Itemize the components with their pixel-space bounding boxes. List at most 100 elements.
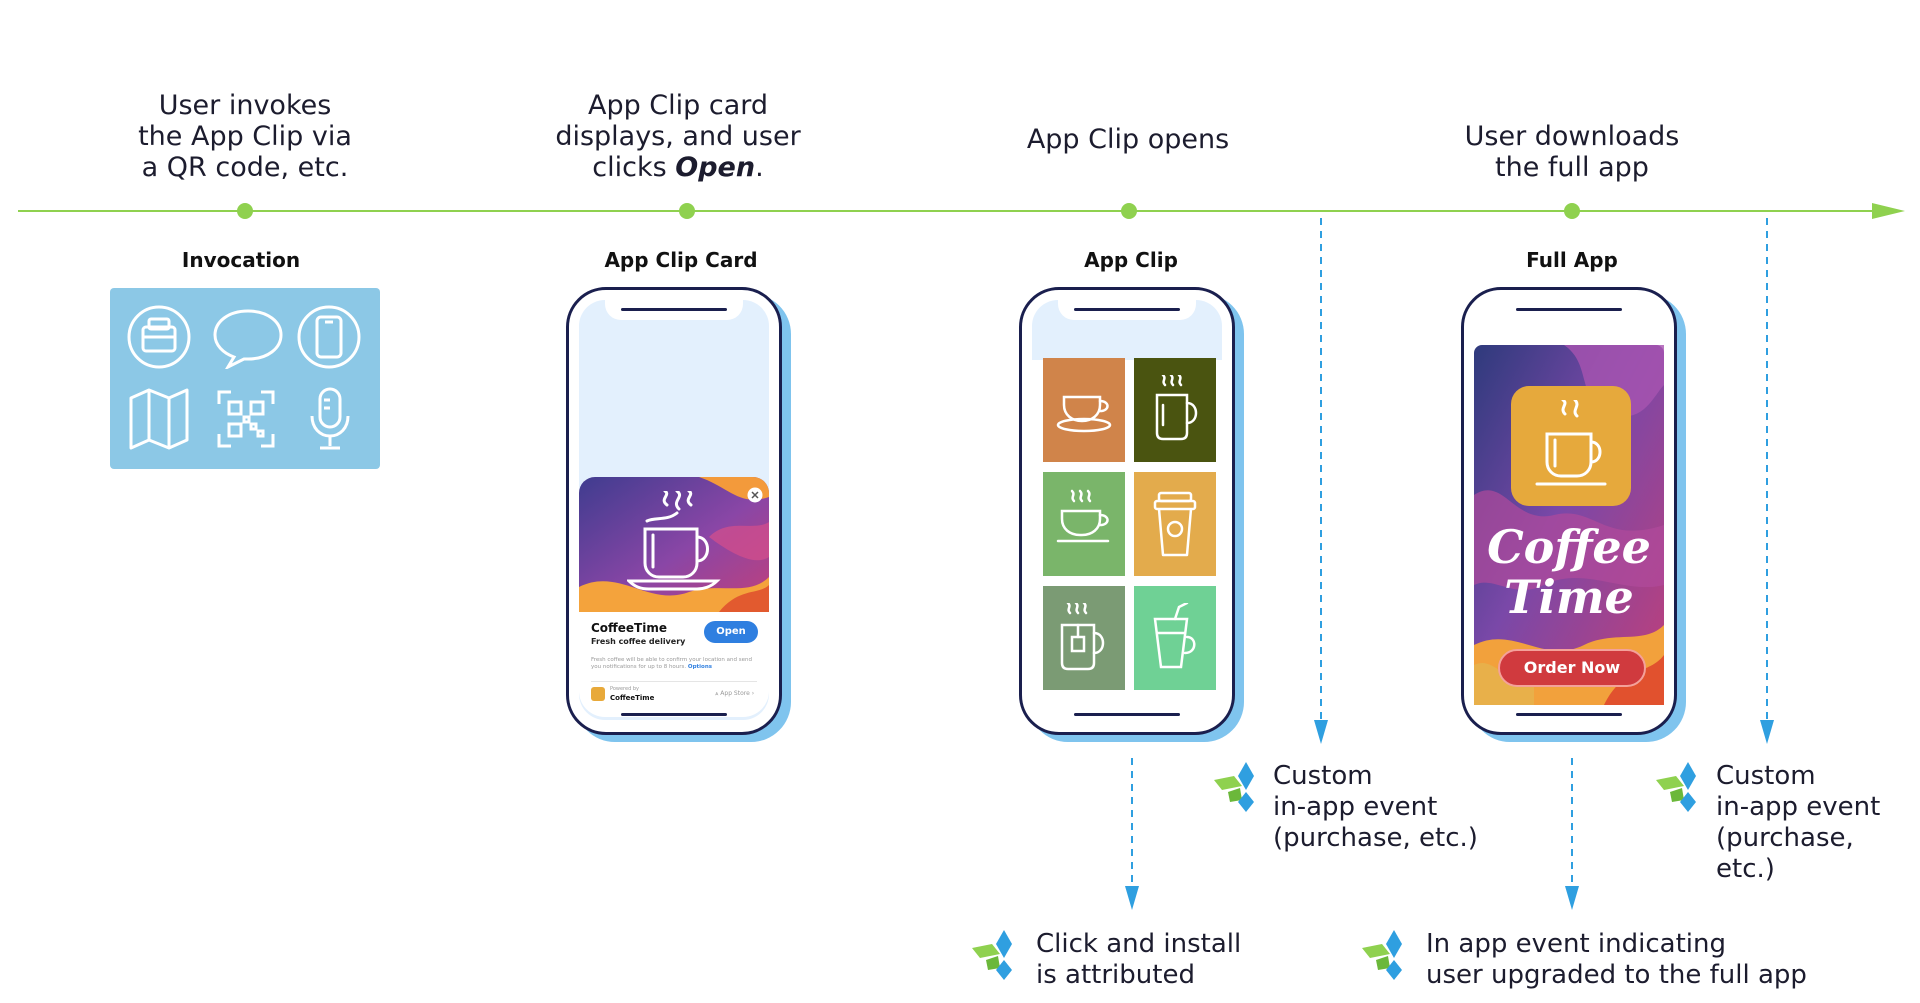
appsflyer-logo <box>972 930 1012 980</box>
card-divider <box>591 681 757 682</box>
app-clip-card: CoffeeTime Fresh coffee delivery Open Fr… <box>579 477 769 717</box>
close-icon[interactable] <box>747 487 763 503</box>
timeline-dot-card <box>679 203 695 219</box>
coffee-cup-icon <box>1535 400 1607 486</box>
card-fine-print: Fresh coffee will be able to confirm you… <box>591 657 757 671</box>
step-full-line-2: the full app <box>1495 152 1649 183</box>
event-custom-2-line-2: in-app event <box>1716 792 1881 822</box>
tea-cup-icon <box>1056 489 1110 543</box>
phone-icon <box>297 305 361 369</box>
arrowhead-upgraded <box>1565 886 1579 910</box>
step-invoke-text: User invokes the App Clip via a QR code,… <box>75 90 415 183</box>
appsflyer-logo <box>1362 930 1402 980</box>
event-attributed-line-1: Click and install <box>1036 929 1242 959</box>
step-clip-line-1: App Clip opens <box>1026 124 1230 155</box>
full-phone-notch <box>1500 292 1638 320</box>
card-hero-image <box>579 477 769 612</box>
event-custom-2-line-1: Custom <box>1716 761 1816 791</box>
full-app-title-line-2: Time <box>1504 570 1634 624</box>
menu-tile-tea[interactable] <box>1043 472 1125 576</box>
card-powered-by: Powered by <box>610 686 639 692</box>
stage-title-full: Full App <box>1526 248 1618 272</box>
event-upgraded-line-2: user upgraded to the full app <box>1426 960 1807 990</box>
step-card-line-3: clicks Open. <box>508 152 848 183</box>
coffee-cup-icon <box>627 491 721 591</box>
map-icon <box>129 388 189 450</box>
card-fine-print-text: Fresh coffee will be able to confirm you… <box>591 657 752 670</box>
arrowhead-attributed <box>1125 886 1139 910</box>
step-card-line-3-suffix: . <box>755 152 764 183</box>
microphone-icon <box>310 387 350 450</box>
card-app-tagline: Fresh coffee delivery <box>591 637 686 646</box>
order-now-button[interactable]: Order Now <box>1498 649 1646 687</box>
step-full-line-1: User downloads <box>1464 121 1680 152</box>
card-app-icon <box>591 687 605 701</box>
timeline-arrow <box>1872 203 1905 219</box>
event-attributed: Click and install is attributed <box>1036 929 1241 991</box>
step-card-line-1: App Clip card <box>587 90 769 121</box>
card-phone-notch <box>605 292 743 320</box>
takeaway-cup-icon <box>1153 491 1197 557</box>
timeline-dot-full <box>1564 203 1580 219</box>
invocation-panel <box>110 288 380 469</box>
full-phone: Coffee Time Order Now <box>1461 287 1677 735</box>
event-custom-2: Custom in-app event (purchase, etc.) <box>1716 761 1920 885</box>
step-card-open-emphasis: Open <box>675 152 756 183</box>
menu-tile-hot-mug[interactable] <box>1134 358 1216 462</box>
coffee-cup-icon <box>1056 395 1112 433</box>
appsflyer-logo <box>1656 762 1696 812</box>
event-custom-2-line-3: (purchase, etc.) <box>1716 823 1854 884</box>
step-invoke-line-3: a QR code, etc. <box>141 152 349 183</box>
step-card-line-3-prefix: clicks <box>592 152 676 183</box>
iced-drink-icon <box>1153 603 1196 669</box>
appsflyer-logo <box>1214 762 1254 812</box>
menu-tile-iced-drink[interactable] <box>1134 586 1216 690</box>
event-custom-1-line-3: (purchase, etc.) <box>1273 823 1478 853</box>
stage-title-card: App Clip Card <box>604 248 758 272</box>
card-app-store-label: App Store <box>720 690 750 697</box>
step-clip-text: App Clip opens <box>958 124 1298 155</box>
stage-title-invocation: Invocation <box>181 248 301 272</box>
card-open-button[interactable]: Open <box>704 621 758 643</box>
clip-phone-speaker <box>1074 308 1180 311</box>
event-attributed-line-2: is attributed <box>1036 960 1195 990</box>
arrowhead-custom-1 <box>1314 720 1328 744</box>
tea-bag-mug-icon <box>1060 603 1105 671</box>
event-upgraded: In app event indicating user upgraded to… <box>1426 929 1807 991</box>
step-full-text: User downloads the full app <box>1402 121 1742 183</box>
card-phone: CoffeeTime Fresh coffee delivery Open Fr… <box>566 287 782 735</box>
timeline-dot-invocation <box>237 203 253 219</box>
stage-title-clip: App Clip <box>1084 248 1178 272</box>
full-app-icon-tile <box>1511 386 1631 506</box>
full-app-title-line-1: Coffee <box>1487 520 1651 574</box>
card-app-name: CoffeeTime <box>591 621 667 635</box>
event-custom-1: Custom in-app event (purchase, etc.) <box>1273 761 1478 854</box>
menu-tile-coffee[interactable] <box>1043 358 1125 462</box>
event-custom-1-line-2: in-app event <box>1273 792 1438 822</box>
nfc-tag-icon <box>127 305 191 369</box>
card-phone-home-bar <box>621 713 727 716</box>
menu-tile-tea-bag[interactable] <box>1043 586 1125 690</box>
card-options-link[interactable]: Options <box>687 664 713 670</box>
card-phone-speaker <box>621 308 727 311</box>
timeline-dot-clip <box>1121 203 1137 219</box>
card-app-store-link[interactable]: ⩓ App Store › <box>715 690 755 697</box>
card-powered-name: CoffeeTime <box>610 694 655 702</box>
full-phone-speaker <box>1516 308 1622 311</box>
qr-code-icon <box>217 390 275 448</box>
step-card-text: App Clip card displays, and user clicks … <box>508 90 848 183</box>
clip-phone-notch <box>1058 292 1196 320</box>
step-card-line-2: displays, and user <box>555 121 801 152</box>
full-phone-home-bar <box>1516 713 1622 716</box>
message-icon <box>213 309 283 369</box>
step-invoke-line-2: the App Clip via <box>138 121 352 152</box>
event-upgraded-line-1: In app event indicating <box>1426 929 1726 959</box>
clip-phone-home-bar <box>1074 713 1180 716</box>
arrowhead-custom-2 <box>1760 720 1774 744</box>
step-invoke-line-1: User invokes <box>158 90 332 121</box>
hot-mug-icon <box>1155 375 1198 441</box>
event-custom-1-line-1: Custom <box>1273 761 1373 791</box>
menu-tile-takeaway[interactable] <box>1134 472 1216 576</box>
clip-phone <box>1019 287 1235 735</box>
